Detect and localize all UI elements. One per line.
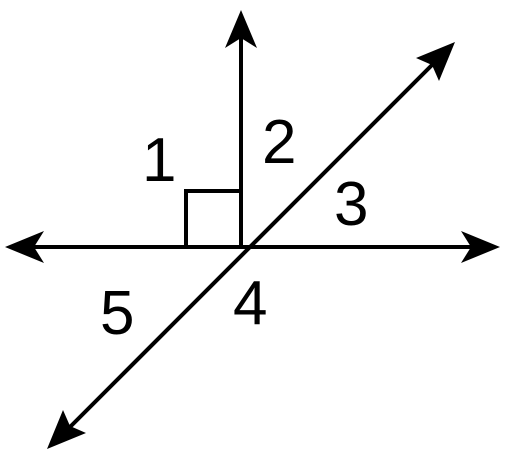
diagonal-line-upper-arrowhead — [416, 42, 455, 81]
angle-label-2: 2 — [262, 108, 296, 177]
diagonal-line — [58, 52, 445, 439]
angle-label-5: 5 — [100, 279, 134, 348]
angle-label-1: 1 — [142, 126, 176, 195]
horizontal-line-left-arrowhead — [5, 231, 44, 263]
diagonal-line-lower-arrowhead — [47, 410, 86, 449]
vertical-ray-arrowhead — [225, 10, 257, 48]
angle-label-4: 4 — [233, 269, 267, 338]
angle-label-3: 3 — [334, 170, 368, 239]
right-angle-marker — [184, 189, 241, 247]
horizontal-line-right-arrowhead — [461, 231, 500, 263]
